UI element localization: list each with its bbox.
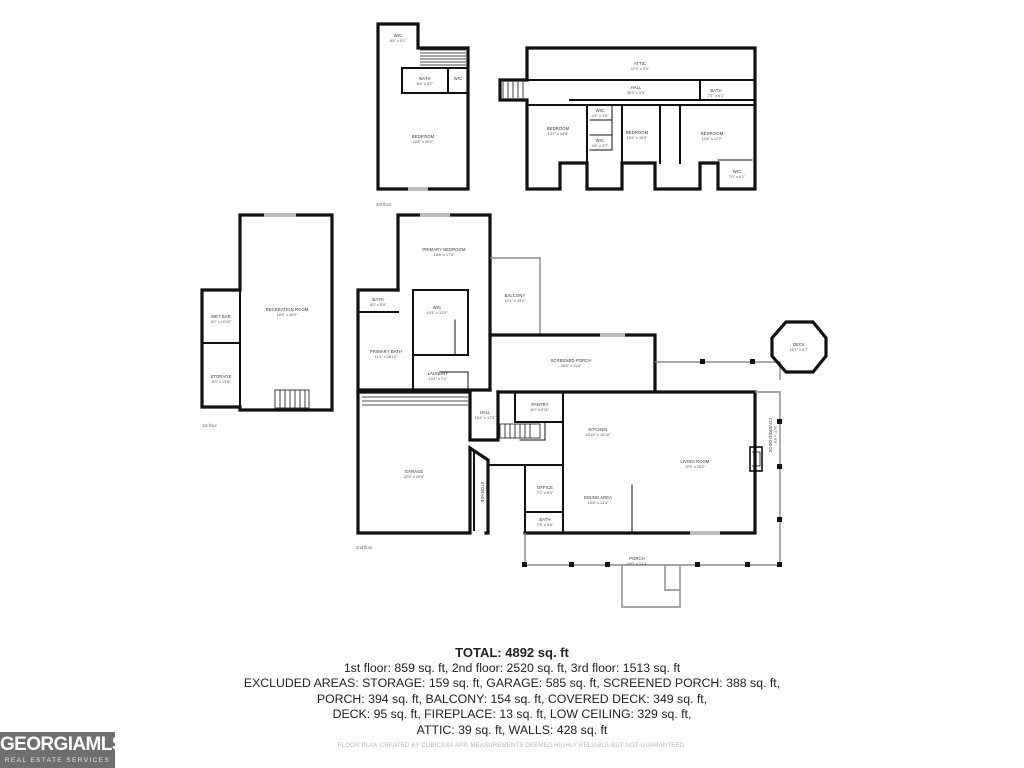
room-dim: 4'4" x 3'6" [592,114,609,118]
room-dim: 8'8" x 5'1" [390,39,407,43]
room-name: ATTIC [634,61,646,66]
room-name: WIC [394,33,402,38]
upper-stair [420,49,466,66]
room-dim: 16'8" x 20'2" [413,140,434,144]
upper-wing [376,22,470,191]
room-name: WET BAR [211,314,231,319]
room-dim: 34'7" x 9'8" [773,426,777,445]
first-floor [200,213,334,412]
room-dim: 8'4" x 5'2" [417,82,434,86]
summary-line: PORCH: 394 sq. ft, BALCONY: 154 sq. ft, … [316,691,708,706]
room-name: WIC [454,76,462,81]
credit-note: FLOOR PLAN CREATED BY CUBICASA APP. MEAS… [337,743,687,749]
room-name: SCREENED PORCH [551,358,592,363]
room-name: BEDROOM [701,131,724,136]
room-name: BATH [710,88,721,93]
room-dim: 6'0" x 8'11" [531,408,550,412]
room-name: WIC [596,108,604,113]
total-area: TOTAL: 4892 sq. ft [455,645,569,660]
room-name: PRIMARY BATH [370,349,402,354]
area-summary: TOTAL: 4892 sq. ft 1st floor: 859 sq. ft… [0,645,1024,739]
room-dim: 22'6" x 25'8" [404,475,425,479]
room-name: KITCHEN [588,427,607,432]
rec-stair [274,389,310,409]
room-dim: 8'0" x 13'8" [212,380,231,384]
attic-floor [498,46,757,191]
room-dim: 47'9" x 5'0" [631,67,650,71]
room-name: WIC [433,305,441,310]
room-dim: 7'8" x 5'8" [537,523,554,527]
summary-line: DECK: 95 sq. ft, FIREPLACE: 13 sq. ft, L… [332,707,692,722]
room-name: WIC [596,138,604,143]
room-name: GARAGE [405,469,424,474]
room-name: DECK [793,342,805,347]
logo-subtitle: REAL ESTATE SERVICES [4,757,111,764]
room-dim: 20'9" x 25'2" [685,465,706,469]
room-name: COVERED DECK [768,418,773,453]
room-dim: 10'1" x 15'2" [505,299,526,303]
room-dim: 8'0" x 5'9" [370,303,387,307]
room-dim: 4'6" x 3'7" [592,144,609,148]
room-dim: 11'4" x 38'10" [375,355,398,359]
room-name: LIVING ROOM [680,459,709,464]
room-name: BEDROOM [626,130,649,135]
room-name: BEDROOM [412,134,435,139]
room-dim: 10'7" x 9'7" [790,348,809,352]
room-name: DINING AREA [584,495,612,500]
floor-label-upper: 3rd floor [376,202,392,207]
room-name: BATH [372,297,383,302]
room-dim: 8'0" x 10'10" [211,320,232,324]
room-dim: 10'4" x 16'8" [627,136,648,140]
main-floor [356,213,828,608]
room-dim: 13'7" x 16'8" [548,132,569,136]
room-name: PANTRY [531,402,548,407]
room-dim: 10'1" x 7'1" [429,377,448,381]
room-name: BATH [419,76,430,81]
room-dim: 48'0" x 13'3" [627,562,648,566]
summary-line: ATTIC: 39 sq. ft, WALLS: 428 sq. ft [416,722,608,737]
room-dim: 2'11" x 8'4" [485,483,489,502]
garage-stair [362,396,468,406]
room-dim: 14'8" x 13'4" [588,501,609,505]
room-name: BATH [539,517,550,522]
room-name: PORCH [629,556,645,561]
room-name: BALCONY [505,293,526,298]
room-name: LAUNDRY [428,371,449,376]
room-name: HALL [480,410,491,415]
room-labels: WIC 8'8" x 5'1" BATH 8'4" x 5'2" WIC BED… [210,33,809,566]
summary-line: 1st floor: 859 sq. ft, 2nd floor: 2520 s… [343,660,681,675]
floor-label-main: 2nd floor [356,545,373,550]
room-dim: 7'1" x 5'1" [708,94,725,98]
floor-label-lower: 1st floor [202,423,218,428]
room-dim: 13'8" x 17'2" [702,137,723,141]
room-dim: 18'10" x 15'10" [585,433,611,437]
room-name: WIC [733,169,741,174]
logo-mark: GEORGIAMLS [0,734,124,755]
summary-line: EXCLUDED AREAS: STORAGE: 159 sq. ft, GAR… [243,676,781,691]
floor-plan: 3rd floor 1st floor 2nd floor WIC 8'8" x… [200,22,828,608]
attic-stair [502,82,524,98]
room-name: HALL [631,85,642,90]
room-name: STORAGE [480,481,485,502]
hall-stair [499,423,541,439]
room-dim: 18'8" x 17'5" [434,253,455,257]
room-dim: 7'2" x 8'4" [537,491,554,495]
room-name: STORAGE [210,374,231,379]
room-dim: 10'1" x 12'0" [427,311,448,315]
room-dim: 18'9" x 40'9" [277,313,298,317]
room-name: BEDROOM [547,126,570,131]
room-name: RECREATION ROOM [266,307,309,312]
room-dim: 15'4" x 17'3" [475,416,496,420]
room-name: PRIMARY BEDROOM [422,247,466,252]
room-name: OFFICE [537,485,553,490]
room-dim: 7'0" x 6'1" [729,175,746,179]
room-dim: 38'9" x 5'0" [627,91,646,95]
brand-logo: GEORGIAMLS REAL ESTATE SERVICES [0,732,124,768]
room-dim: 26'8" x 11'4" [561,364,582,368]
